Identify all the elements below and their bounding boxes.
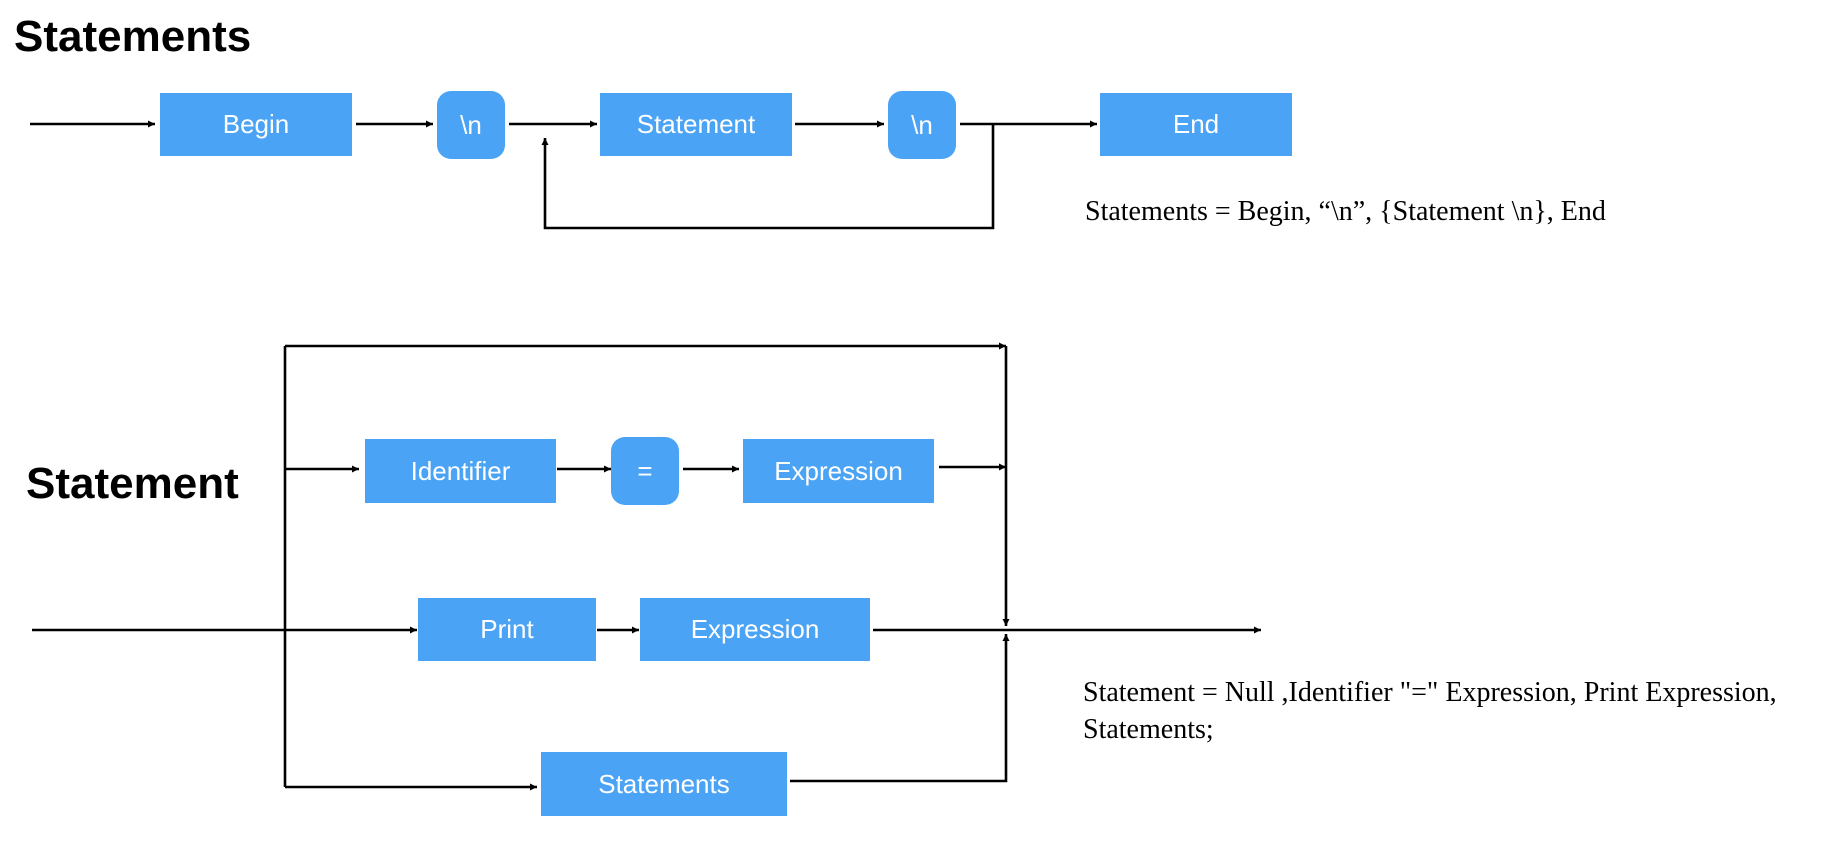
statement-title: Statement <box>26 459 239 508</box>
statement-node: Statement <box>600 93 792 156</box>
expression-node-1: Expression <box>743 439 934 503</box>
begin-node: Begin <box>160 93 352 156</box>
loop-back-path <box>541 124 995 230</box>
merge-bottom-line <box>790 634 1010 783</box>
identifier-node: Identifier <box>365 439 556 503</box>
expression-node-2: Expression <box>640 598 870 661</box>
statements-formula: Statements = Begin, “\n”, {Statement \n}… <box>1085 196 1606 227</box>
newline-node-2: \n <box>888 91 956 159</box>
statement-formula-line-2: Statements; <box>1083 714 1214 745</box>
equals-node: = <box>611 437 679 505</box>
statement-formula-line-1: Statement = Null ,Identifier "=" Express… <box>1083 677 1777 708</box>
print-node: Print <box>418 598 596 661</box>
statements-node: Statements <box>541 752 787 816</box>
end-node: End <box>1100 93 1292 156</box>
statements-title: Statements <box>14 12 252 61</box>
newline-node-1: \n <box>437 91 505 159</box>
